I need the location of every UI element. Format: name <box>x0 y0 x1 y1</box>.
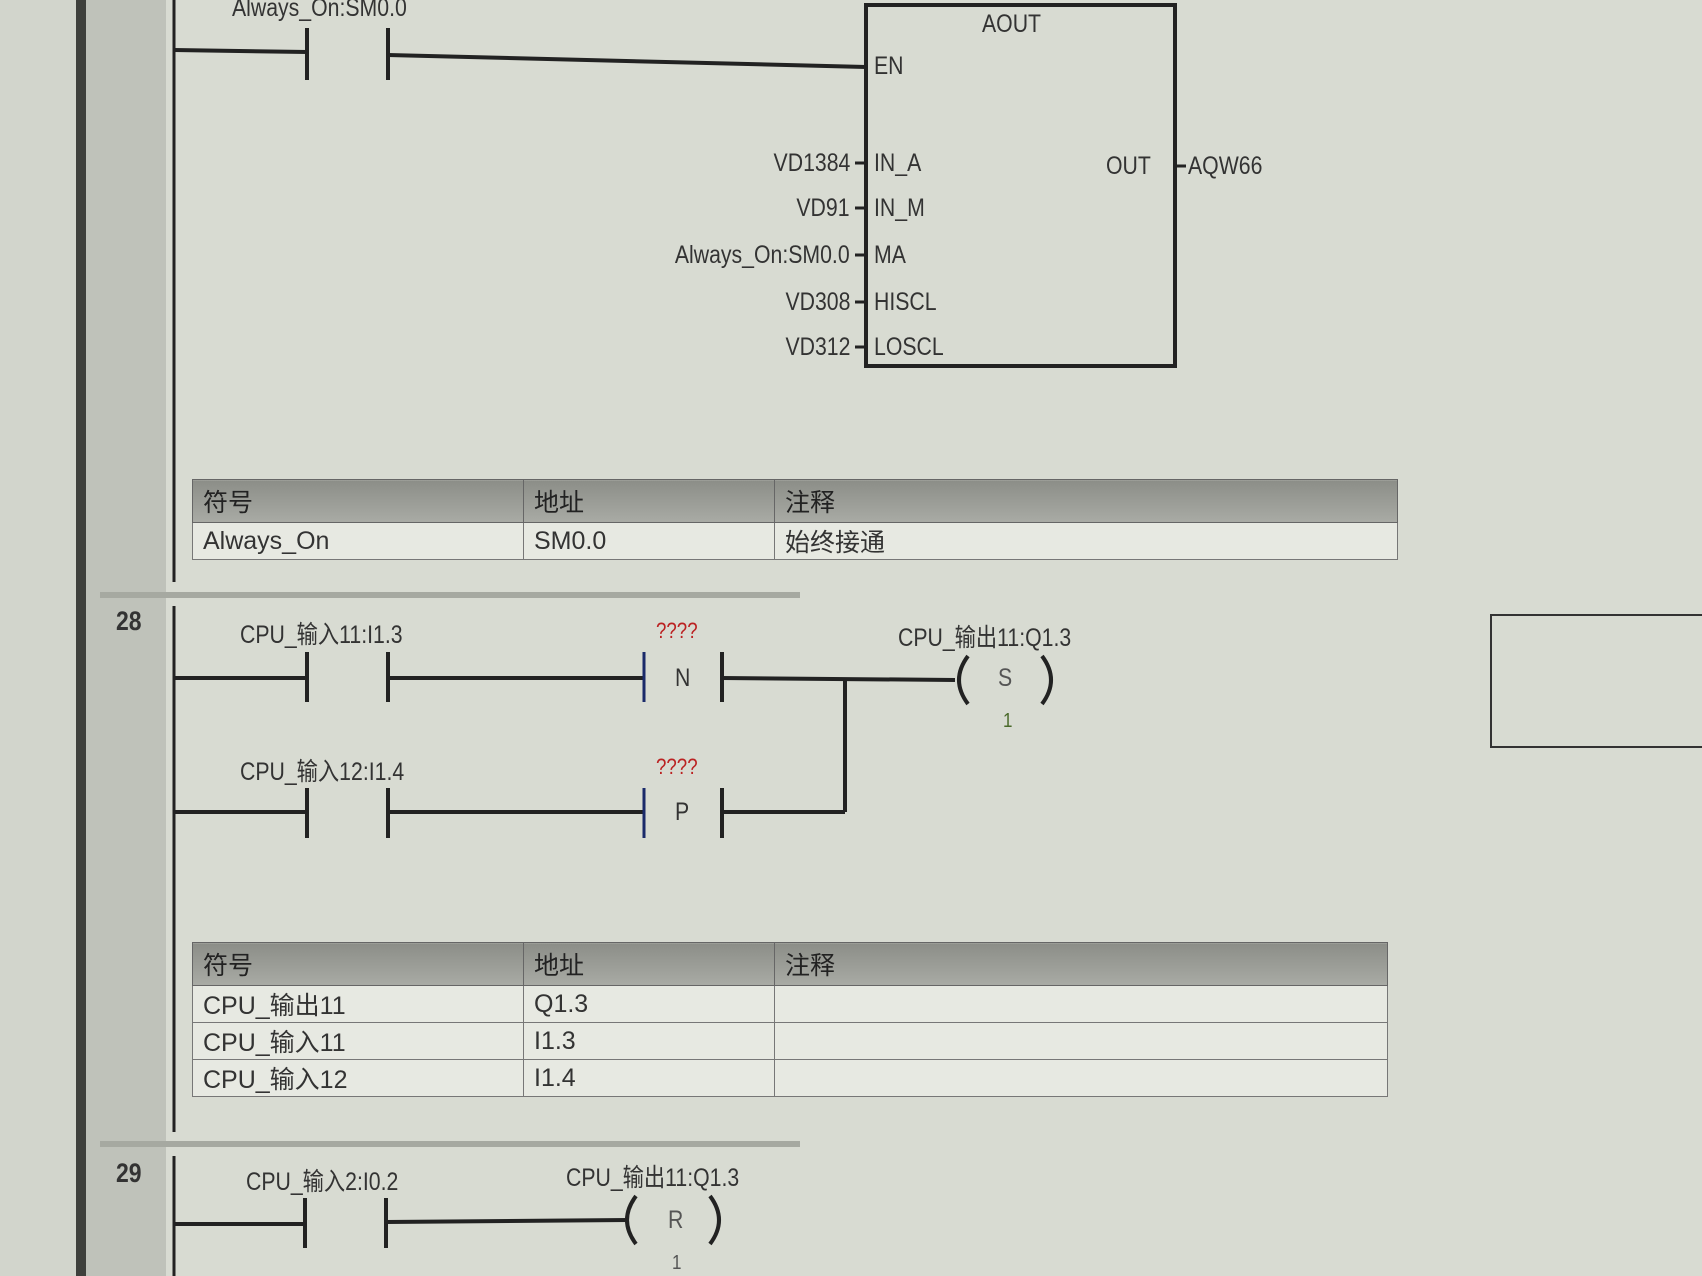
positive-edge-label: P <box>675 798 690 826</box>
coil-count: 1 <box>1003 710 1013 732</box>
hiscl-value[interactable]: VD308 <box>785 288 850 316</box>
header-address: 地址 <box>523 479 775 523</box>
edge-address[interactable]: ???? <box>656 754 698 779</box>
ma-value[interactable]: Always_On:SM0.0 <box>675 241 850 269</box>
coil-count: 1 <box>672 1252 682 1274</box>
header-comment: 注释 <box>774 942 1388 986</box>
pin-loscl: LOSCL <box>874 333 944 361</box>
out-value[interactable]: AQW66 <box>1188 152 1263 180</box>
coil-type: R <box>668 1206 684 1234</box>
edge-address[interactable]: ???? <box>656 618 698 643</box>
header-symbol: 符号 <box>192 942 524 986</box>
pin-ma: MA <box>874 241 906 269</box>
contact-label[interactable]: Always_On:SM0.0 <box>232 0 407 22</box>
loscl-value[interactable]: VD312 <box>785 333 850 361</box>
left-dark-bar <box>76 0 86 1276</box>
in-a-value[interactable]: VD1384 <box>773 149 850 177</box>
coil-label[interactable]: CPU_输出11:Q1.3 <box>566 1164 740 1192</box>
network-gutter <box>86 0 166 1276</box>
header-address: 地址 <box>523 942 775 986</box>
coil-label[interactable]: CPU_输出11:Q1.3 <box>898 624 1072 652</box>
pin-en: EN <box>874 52 904 80</box>
in-m-value[interactable]: VD91 <box>796 194 850 222</box>
contact-label[interactable]: CPU_输入11:I1.3 <box>240 621 403 649</box>
network-separator <box>100 1141 800 1147</box>
pin-out: OUT <box>1106 152 1151 180</box>
network-separator <box>100 592 800 598</box>
network-number: 28 <box>116 606 142 636</box>
header-symbol: 符号 <box>192 479 524 523</box>
contact-label[interactable]: CPU_输入2:I0.2 <box>246 1168 399 1196</box>
contact-label[interactable]: CPU_输入12:I1.4 <box>240 758 405 786</box>
pin-in-a: IN_A <box>874 149 922 177</box>
empty-panel <box>1490 614 1702 748</box>
pin-hiscl: HISCL <box>874 288 937 316</box>
network-number: 29 <box>116 1158 142 1188</box>
negative-edge-label: N <box>675 664 691 692</box>
block-title: AOUT <box>982 10 1042 38</box>
left-border <box>0 0 76 1276</box>
coil-type: S <box>998 664 1013 692</box>
pin-in-m: IN_M <box>874 194 925 222</box>
header-comment: 注释 <box>774 479 1398 523</box>
